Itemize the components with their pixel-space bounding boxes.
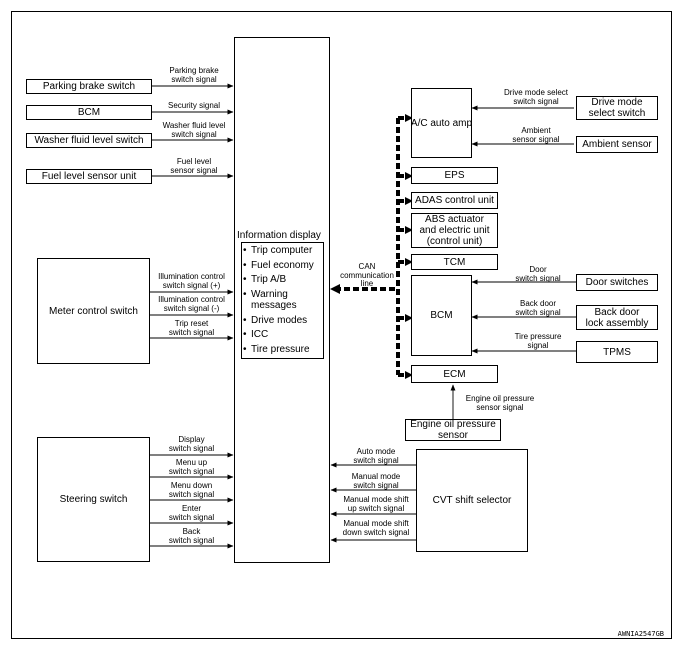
- can-line-label: CAN communication line: [340, 262, 394, 288]
- fuel-level-sensor-unit: Fuel level sensor unit: [26, 169, 152, 184]
- parking-brake-switch: Parking brake switch: [26, 79, 152, 94]
- label-washer-signal: Washer fluid level switch signal: [162, 121, 226, 139]
- label-back: Back switch signal: [168, 527, 215, 545]
- label-auto-mode: Auto mode switch signal: [353, 447, 399, 465]
- label-manual-mode: Manual mode switch signal: [351, 472, 401, 490]
- item-drive-modes: Drive modes: [242, 315, 323, 327]
- washer-fluid-level-switch: Washer fluid level switch: [26, 133, 152, 148]
- label-tire-pressure-signal: Tire pressure signal: [514, 332, 562, 350]
- label-menu-down: Menu down switch signal: [168, 481, 215, 499]
- ecm: ECM: [411, 365, 498, 383]
- figure-code: AWNIA2547GB: [617, 630, 664, 638]
- label-drive-mode-signal: Drive mode select switch signal: [503, 88, 569, 106]
- meter-control-switch: Meter control switch: [37, 258, 150, 364]
- label-engine-oil-signal: Engine oil pressure sensor signal: [465, 394, 535, 412]
- diagram-frame: [11, 11, 672, 639]
- back-door-lock-assembly: Back door lock assembly: [576, 305, 658, 330]
- item-icc: ICC: [242, 329, 323, 341]
- information-display: Information display Trip computer Fuel e…: [234, 37, 330, 563]
- item-trip-computer: Trip computer: [242, 245, 323, 257]
- label-illum-minus: Illumination control switch signal (-): [158, 295, 225, 313]
- label-trip-reset: Trip reset switch signal: [168, 319, 215, 337]
- label-fuel-level-signal: Fuel level sensor signal: [170, 157, 218, 175]
- ambient-sensor: Ambient sensor: [576, 136, 658, 153]
- abs-actuator: ABS actuator and electric unit (control …: [411, 213, 498, 248]
- label-back-door-signal: Back door switch signal: [515, 299, 561, 317]
- label-shift-down: Manual mode shift down switch signal: [342, 519, 410, 537]
- label-display-switch: Display switch signal: [168, 435, 215, 453]
- label-shift-up: Manual mode shift up switch signal: [343, 495, 409, 513]
- cvt-shift-selector: CVT shift selector: [416, 449, 528, 552]
- item-tire-pressure: Tire pressure: [242, 344, 323, 356]
- steering-switch: Steering switch: [37, 437, 150, 562]
- eps: EPS: [411, 167, 498, 184]
- adas-control-unit: ADAS control unit: [411, 192, 498, 209]
- label-ambient-signal: Ambient sensor signal: [512, 126, 560, 144]
- tcm: TCM: [411, 254, 498, 270]
- ac-auto-amp: A/C auto amp: [411, 88, 472, 158]
- bcm-left: BCM: [26, 105, 152, 120]
- bcm-right: BCM: [411, 275, 472, 356]
- label-enter: Enter switch signal: [168, 504, 215, 522]
- tpms: TPMS: [576, 341, 658, 363]
- label-parking-brake-signal: Parking brake switch signal: [169, 66, 219, 84]
- information-display-title: Information display: [237, 230, 321, 241]
- item-fuel-economy: Fuel economy: [242, 260, 323, 272]
- label-menu-up: Menu up switch signal: [168, 458, 215, 476]
- door-switches: Door switches: [576, 274, 658, 291]
- engine-oil-pressure-sensor: Engine oil pressure sensor: [405, 419, 501, 441]
- label-illum-plus: Illumination control switch signal (+): [158, 272, 225, 290]
- drive-mode-select-switch: Drive mode select switch: [576, 96, 658, 120]
- item-warning-messages: Warning messages: [242, 289, 323, 312]
- item-trip-ab: Trip A/B: [242, 274, 323, 286]
- label-security-signal: Security signal: [167, 101, 221, 110]
- label-door-signal: Door switch signal: [515, 265, 561, 283]
